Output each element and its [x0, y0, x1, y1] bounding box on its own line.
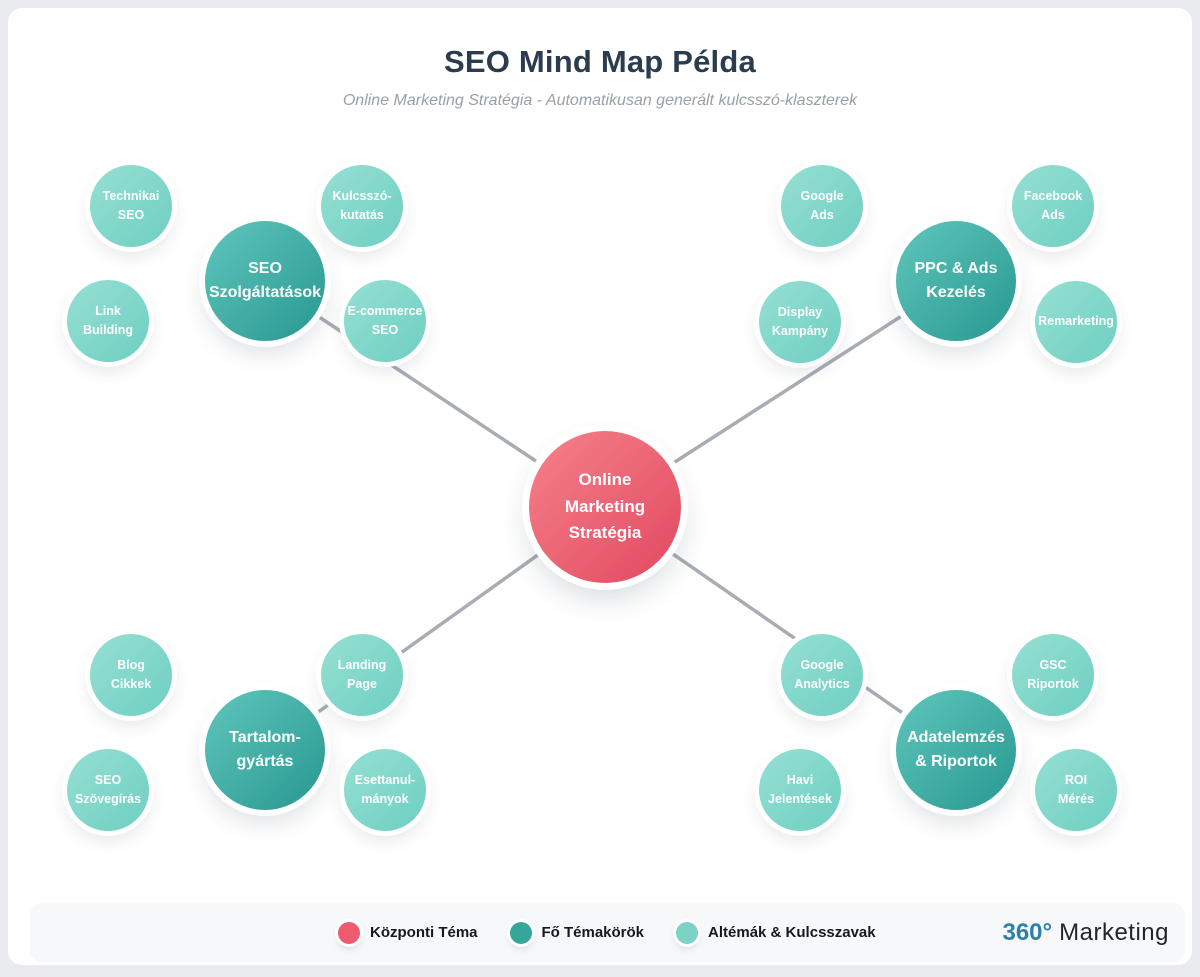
main-node-adatelemzes-riportok: Adatelemzés & Riportok	[896, 690, 1016, 810]
sub-node-facebook-ads: Facebook Ads	[1012, 165, 1094, 247]
central-theme-dot-icon	[338, 921, 360, 944]
brand-logo: 360° Marketing	[1002, 903, 1169, 962]
legend-items: Központi Téma Fő Témakörök Altémák & Kul…	[338, 903, 876, 962]
main-node-label: Adatelemzés & Riportok	[907, 729, 1005, 770]
sub-node-label: ROI Mérés	[1057, 772, 1095, 806]
sub-node-label: Remarketing	[1038, 314, 1114, 329]
sub-node-landing-page: Landing Page	[321, 634, 403, 716]
legend-item-subtopics: Altémák & Kulcsszavak	[676, 921, 876, 944]
legend-item-label: Központi Téma	[370, 924, 478, 941]
sub-node-roi-meres: ROI Mérés	[1035, 749, 1117, 831]
page-title: SEO Mind Map Példa	[444, 44, 756, 79]
brand-logo-accent: 360°	[1002, 918, 1053, 946]
sub-node-label: E-commerce SEO	[347, 303, 423, 337]
sub-node-label: Technikai SEO	[102, 188, 160, 222]
sub-node-google-analytics: Google Analytics	[781, 634, 863, 716]
legend-item-main-topics: Fő Témakörök	[509, 921, 645, 944]
sub-node-label: SEO Szövegírás	[74, 772, 141, 806]
sub-node-label: Facebook Ads	[1023, 188, 1083, 222]
sub-node-label: Landing Page	[337, 657, 387, 691]
sub-node-display-kampany: Display Kampány	[759, 281, 841, 363]
sub-node-kulcsszo-kutatas: Kulcsszó- kutatás	[321, 165, 403, 247]
sub-node-label: Link Building	[83, 303, 133, 337]
page-subtitle: Online Marketing Stratégia - Automatikus…	[342, 92, 858, 109]
center-node-label: Online Marketing Stratégia	[564, 470, 646, 543]
sub-node-label: Google Analytics	[794, 657, 850, 691]
sub-node-havi-jelentesek: Havi Jelentések	[759, 749, 841, 831]
sub-node-link-building: Link Building	[67, 280, 149, 362]
sub-node-label: Esettanul- mányok	[354, 772, 416, 806]
legend-item-label: Altémák & Kulcsszavak	[708, 924, 876, 941]
sub-node-label: Blog Cikkek	[110, 657, 152, 691]
legend-item-label: Fő Témakörök	[541, 924, 645, 941]
legend-item-central-theme: Központi Téma	[338, 921, 478, 944]
sub-node-blog-cikkek: Blog Cikkek	[90, 634, 172, 716]
main-node-ppc-ads-kezeles: PPC & Ads Kezelés	[896, 221, 1016, 341]
subtopics-dot-icon	[676, 921, 699, 944]
center-node-online-marketing-strategia: Online Marketing Stratégia	[529, 431, 681, 583]
brand-logo-name: Marketing	[1059, 918, 1169, 946]
sub-node-esettanulmanyok: Esettanul- mányok	[344, 749, 426, 831]
sub-node-label: GSC Riportok	[1027, 657, 1079, 691]
sub-node-label: Google Ads	[800, 188, 844, 222]
main-node-seo-szolgaltatasok: SEO Szolgáltatások	[205, 221, 325, 341]
main-topics-dot-icon	[509, 921, 532, 944]
main-node-tartalomgyartas: Tartalom- gyártás	[205, 690, 325, 810]
sub-node-google-ads: Google Ads	[781, 165, 863, 247]
sub-node-label: Kulcsszó- kutatás	[332, 188, 392, 222]
sub-node-technikai-seo: Technikai SEO	[90, 165, 172, 247]
main-node-label: Tartalom- gyártás	[229, 729, 301, 770]
sub-node-seo-szovegiras: SEO Szövegírás	[67, 749, 149, 831]
main-node-label: PPC & Ads Kezelés	[914, 260, 998, 301]
main-node-label: SEO Szolgáltatások	[208, 260, 322, 301]
sub-node-label: Display Kampány	[771, 304, 829, 338]
sub-node-ecommerce-seo: E-commerce SEO	[344, 280, 426, 362]
sub-node-label: Havi Jelentések	[768, 772, 832, 806]
sub-node-remarketing: Remarketing	[1035, 281, 1117, 363]
legend-bar: Központi Téma Fő Témakörök Altémák & Kul…	[30, 903, 1185, 962]
sub-node-gsc-riportok: GSC Riportok	[1012, 634, 1094, 716]
